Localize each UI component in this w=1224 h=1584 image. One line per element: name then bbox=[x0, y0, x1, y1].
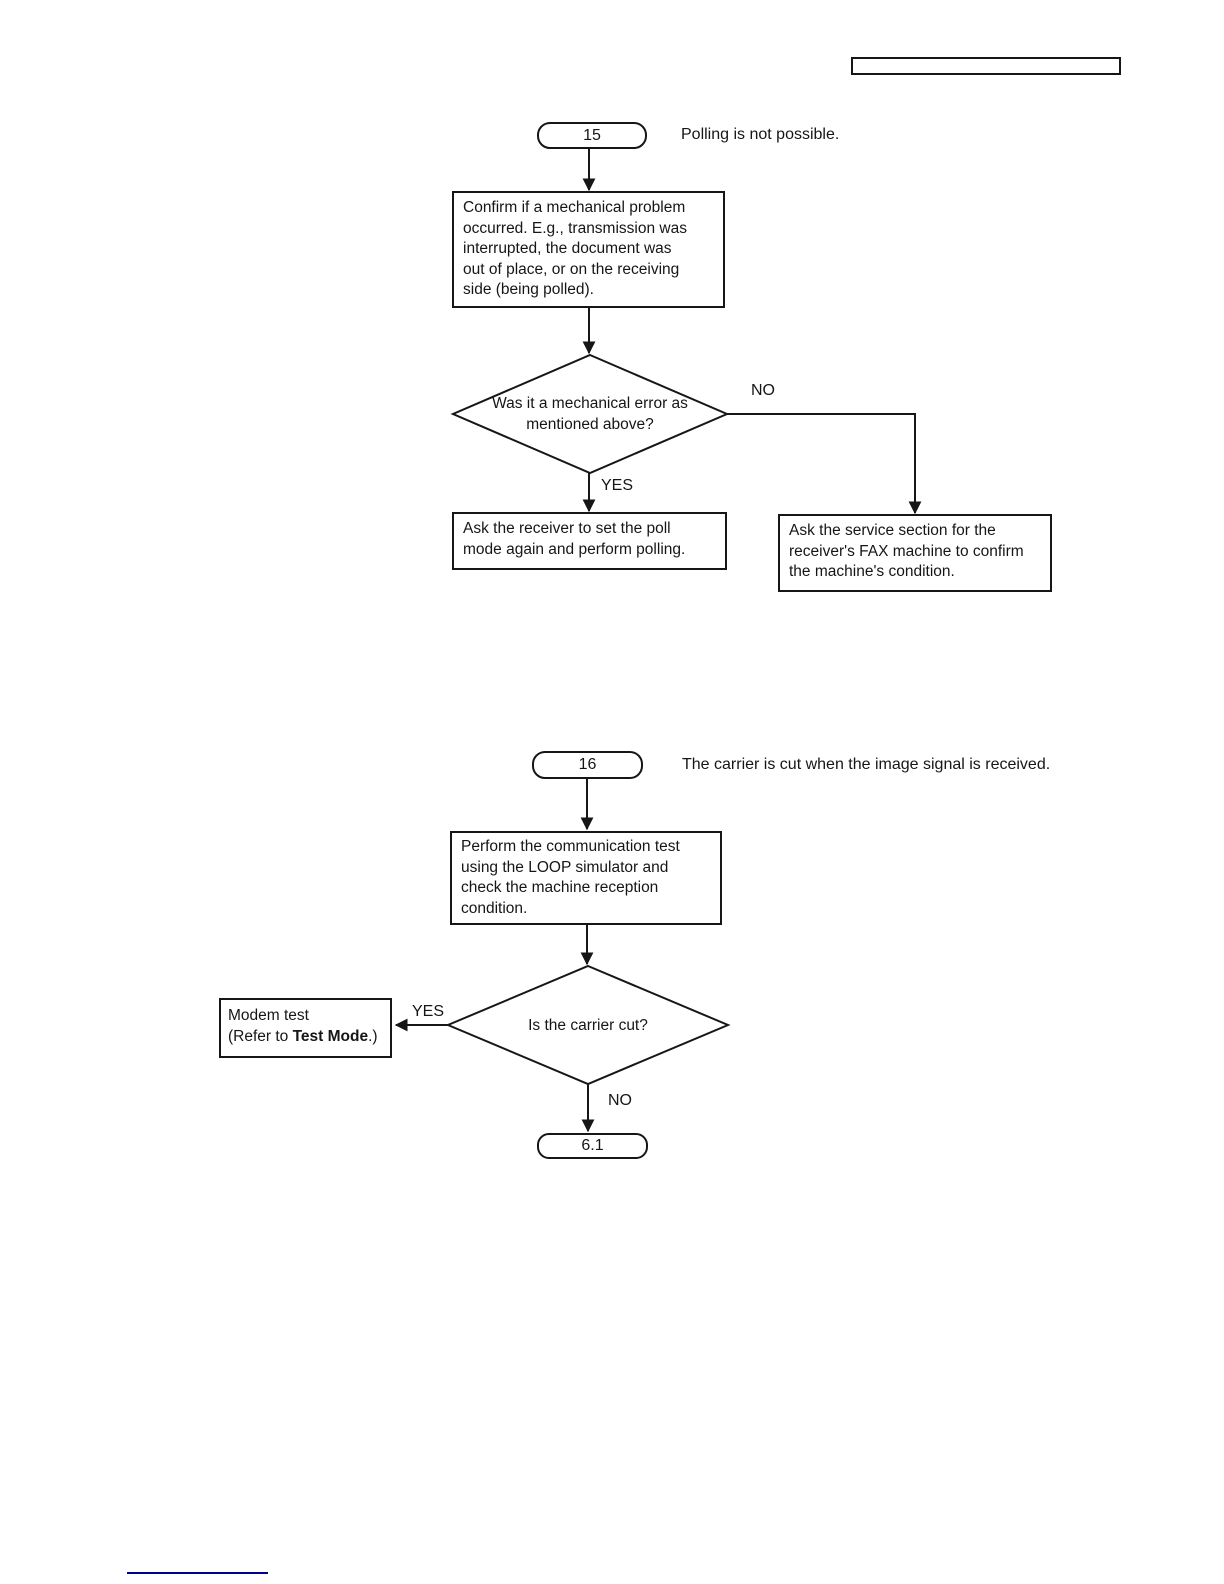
header-box bbox=[851, 57, 1121, 75]
decision-line: Was it a mechanical error as bbox=[492, 395, 688, 412]
chart16-modem-box: Modem test (Refer to Test Mode.) bbox=[219, 998, 392, 1058]
chart16-caption: The carrier is cut when the image signal… bbox=[682, 756, 1051, 773]
chart15-yes-label: YES bbox=[601, 477, 634, 494]
process-line: Ask the service section for the bbox=[789, 522, 996, 539]
flow-arrow-no bbox=[727, 413, 922, 515]
process-line: Confirm if a mechanical problem bbox=[463, 199, 686, 216]
process-line: mode again and perform polling. bbox=[463, 540, 686, 558]
chart16-no-label: NO bbox=[608, 1092, 632, 1109]
process-line: receiver's FAX machine to confirm bbox=[789, 542, 1024, 560]
process-line: the machine's condition. bbox=[789, 563, 955, 581]
chart16-decision-text: Is the carrier cut? bbox=[528, 1017, 648, 1034]
process-line: using the LOOP simulator and bbox=[461, 858, 669, 876]
chart15-no-label: NO bbox=[751, 382, 775, 399]
chart16-process-box: Perform the communication test using the… bbox=[450, 831, 722, 925]
modem-line2-suffix: .) bbox=[368, 1027, 378, 1045]
terminator-node-16: 16 bbox=[532, 751, 643, 779]
decision-diamond bbox=[445, 964, 731, 1086]
modem-line2-bold: Test Mode bbox=[292, 1027, 369, 1045]
chart15-decision-text: Was it a mechanical error as mentioned a… bbox=[470, 393, 710, 435]
process-line: interrupted, the document was bbox=[463, 240, 672, 258]
modem-line2-prefix: (Refer to bbox=[228, 1027, 293, 1045]
process-line: condition. bbox=[461, 899, 528, 917]
chart15-yes-box: Ask the receiver to set the poll mode ag… bbox=[452, 512, 727, 570]
process-line: side (being polled). bbox=[463, 281, 594, 299]
node-label: 15 bbox=[583, 126, 601, 144]
footer-rule bbox=[127, 1572, 268, 1574]
modem-box-line1: Modem test bbox=[228, 1007, 309, 1024]
chart15-no-box: Ask the service section for the receiver… bbox=[778, 514, 1052, 592]
decision-line: mentioned above? bbox=[526, 416, 654, 433]
terminator-node-6-1: 6.1 bbox=[537, 1133, 648, 1159]
process-line: out of place, or on the receiving bbox=[463, 260, 680, 278]
process-line: Perform the communication test bbox=[461, 838, 680, 855]
process-line: check the machine reception bbox=[461, 879, 659, 897]
terminator-node-15: 15 bbox=[537, 122, 647, 149]
chart16-yes-label: YES bbox=[412, 1003, 445, 1020]
node-label: 6.1 bbox=[581, 1137, 604, 1154]
chart15-caption: Polling is not possible. bbox=[681, 126, 840, 143]
process-line: occurred. E.g., transmission was bbox=[463, 219, 687, 237]
modem-box-line2: (Refer to Test Mode.) bbox=[228, 1027, 383, 1048]
node-label: 16 bbox=[578, 756, 597, 773]
process-line: Ask the receiver to set the poll bbox=[463, 520, 671, 537]
chart15-process-box: Confirm if a mechanical problem occurred… bbox=[452, 191, 725, 308]
decision-diamond bbox=[450, 353, 730, 475]
